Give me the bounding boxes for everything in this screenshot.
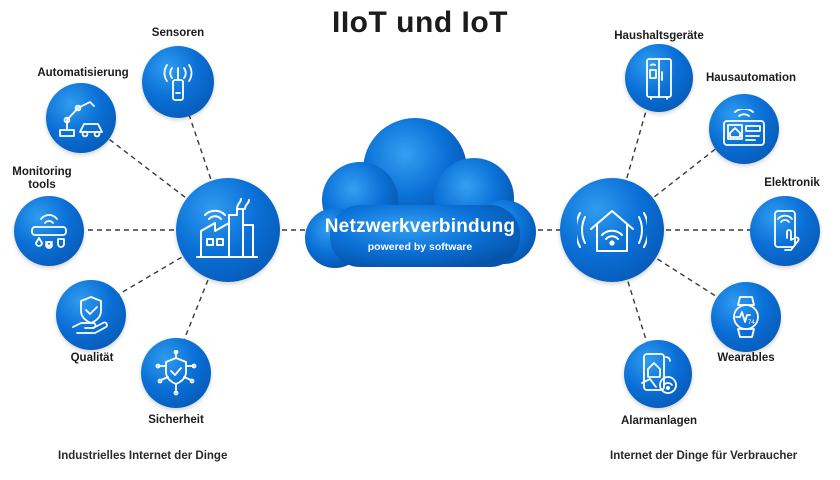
label-monitoring: Monitoring tools: [12, 166, 72, 191]
cloud-subtitle: powered by software: [367, 241, 473, 253]
cloud-shape: [305, 118, 536, 268]
monitoring-icon: [31, 214, 67, 249]
label-alarmanlagen: Alarmanlagen: [620, 415, 698, 427]
page-title: IIoT und IoT: [332, 6, 508, 39]
node-alarmanlagen: [624, 340, 692, 408]
node-sensoren: [142, 46, 214, 118]
label-automatisierung: Automatisierung: [37, 67, 129, 79]
label-sicherheit: Sicherheit: [148, 414, 204, 426]
svg-text:74: 74: [748, 320, 755, 326]
industry-hub: [176, 178, 280, 282]
sensor-icon: [163, 64, 193, 101]
node-automatisierung: [46, 83, 116, 153]
label-sensoren: Sensoren: [151, 27, 205, 39]
fridge-icon: [646, 58, 672, 100]
link-sicherheit: [171, 229, 229, 371]
cloud-title: Netzwerkverbindung: [324, 216, 516, 237]
consumer-hub: [560, 178, 664, 282]
node-qualitaet: [56, 280, 126, 350]
security-shield-icon: [155, 350, 197, 396]
label-hausautomation: Hausautomation: [705, 72, 797, 84]
label-elektronik: Elektronik: [764, 177, 820, 189]
node-hausautomation: [709, 94, 779, 164]
smartwatch-icon: 74: [733, 296, 759, 338]
factory-icon: [196, 198, 258, 258]
node-sicherheit: [141, 338, 211, 408]
network-cloud: Netzwerkverbindung powered by software: [300, 216, 540, 253]
smart-home-icon: [577, 210, 647, 252]
smartphone-icon: [774, 210, 800, 251]
label-qualitaet: Qualität: [70, 352, 114, 364]
node-elektronik: [750, 196, 820, 266]
node-haushaltsgeraete: [625, 44, 693, 112]
link-alarmanlagen: [611, 229, 657, 373]
label-haushaltsgeraete: Haushaltsgeräte: [614, 30, 704, 42]
robot-arm-icon: [59, 101, 103, 138]
footer-right: Internet der Dinge für Verbraucher: [610, 450, 798, 462]
node-wearables: 74: [711, 282, 781, 352]
footer-left: Industrielles Internet der Dinge: [58, 450, 228, 462]
shield-hand-icon: [72, 296, 108, 334]
control-panel-icon: [723, 109, 765, 146]
node-monitoring: [14, 196, 84, 266]
label-wearables: Wearables: [717, 352, 775, 364]
alarm-phone-icon: [641, 353, 677, 394]
